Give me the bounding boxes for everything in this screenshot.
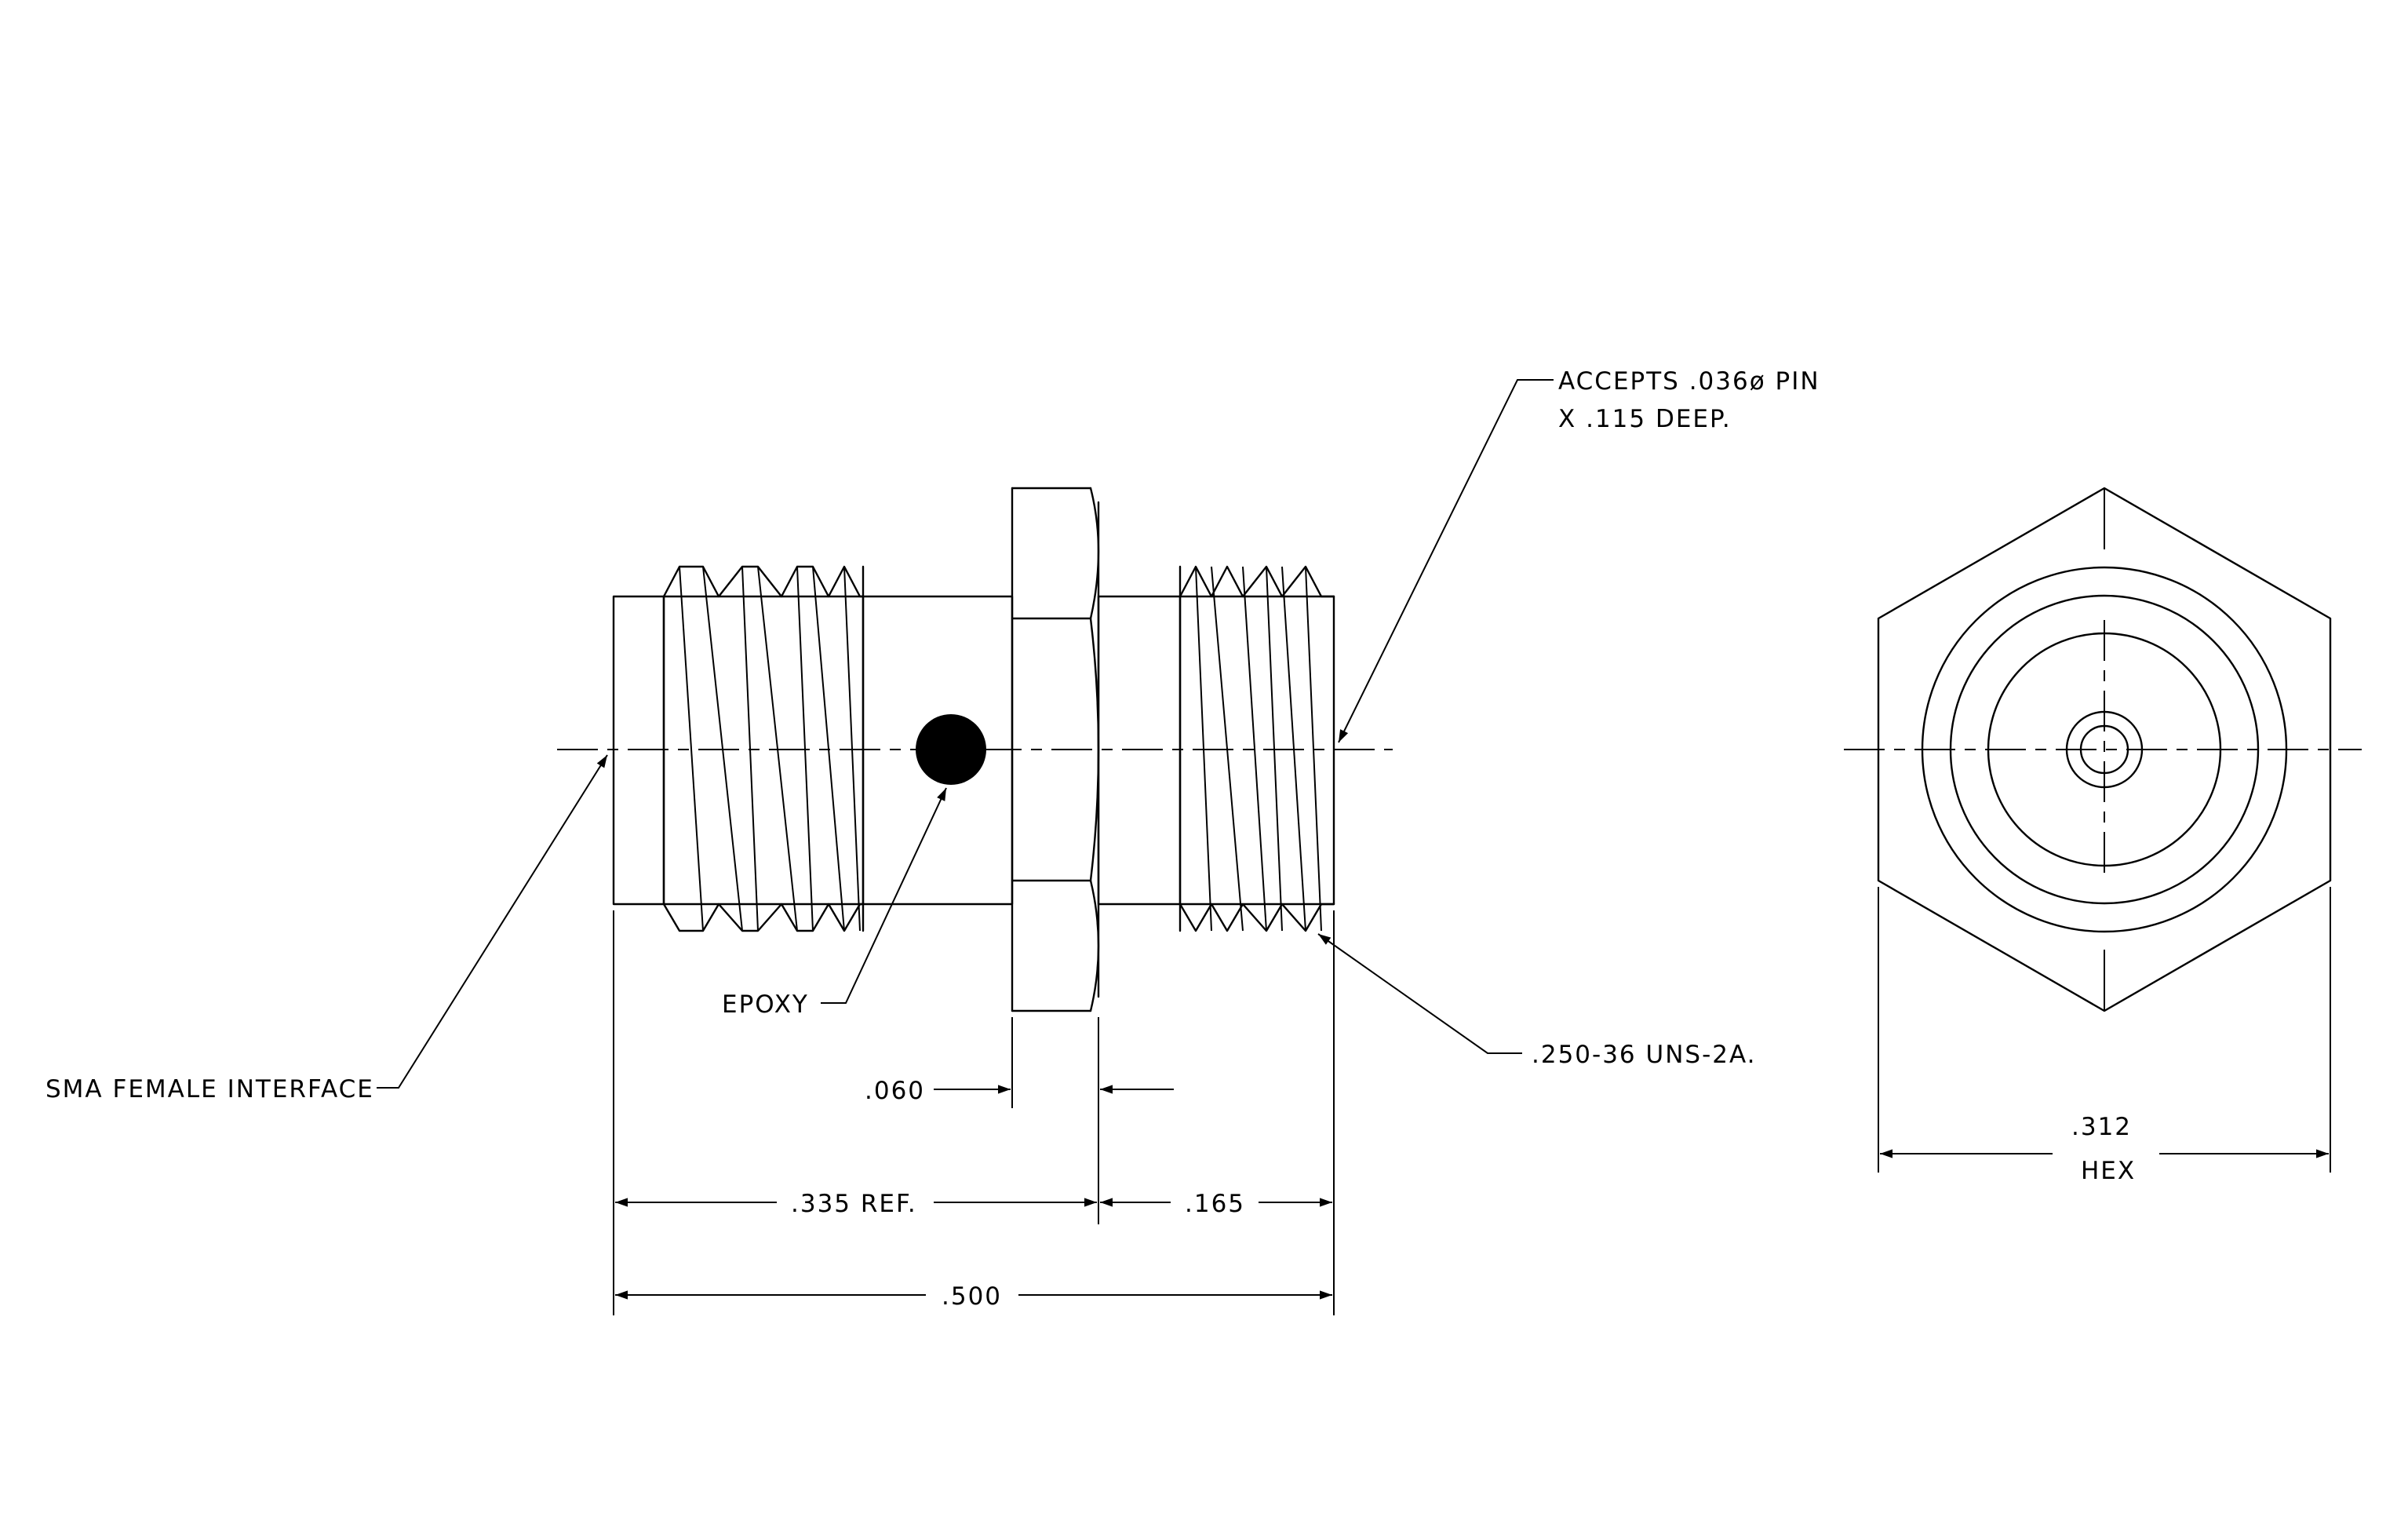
hex-flange <box>1011 487 1100 1012</box>
hex-label: HEX <box>2081 1157 2136 1185</box>
thread-spec-label: .250-36 UNS-2A. <box>1532 1041 1757 1069</box>
dim-ref-length: .335 REF. <box>791 1190 917 1218</box>
accepts-label-line1: ACCEPTS .036ø PIN <box>1558 367 1820 396</box>
epoxy-dot <box>916 714 986 785</box>
epoxy-leader <box>821 787 947 1004</box>
epoxy-label: EPOXY <box>722 990 809 1019</box>
sma-leader <box>377 754 608 1089</box>
sma-interface-label: SMA FEMALE INTERFACE <box>46 1075 374 1103</box>
thread-spec-leader <box>1317 933 1522 1054</box>
dim-flange-thickness: .060 <box>865 1077 925 1105</box>
left-thread <box>662 565 865 932</box>
dim-overall-length: .500 <box>942 1282 1002 1311</box>
accepts-leader <box>1338 379 1554 743</box>
side-view: .060 .335 REF. .165 .500 SMA FEMALE INTE… <box>46 367 1820 1315</box>
accepts-label-line2: X .115 DEEP. <box>1558 405 1732 433</box>
dim-hex-size: .312 <box>2071 1113 2132 1141</box>
end-view: .312 HEX <box>1844 487 2362 1185</box>
right-thread <box>1178 565 1335 932</box>
dim-thread-length: .165 <box>1185 1190 1245 1218</box>
